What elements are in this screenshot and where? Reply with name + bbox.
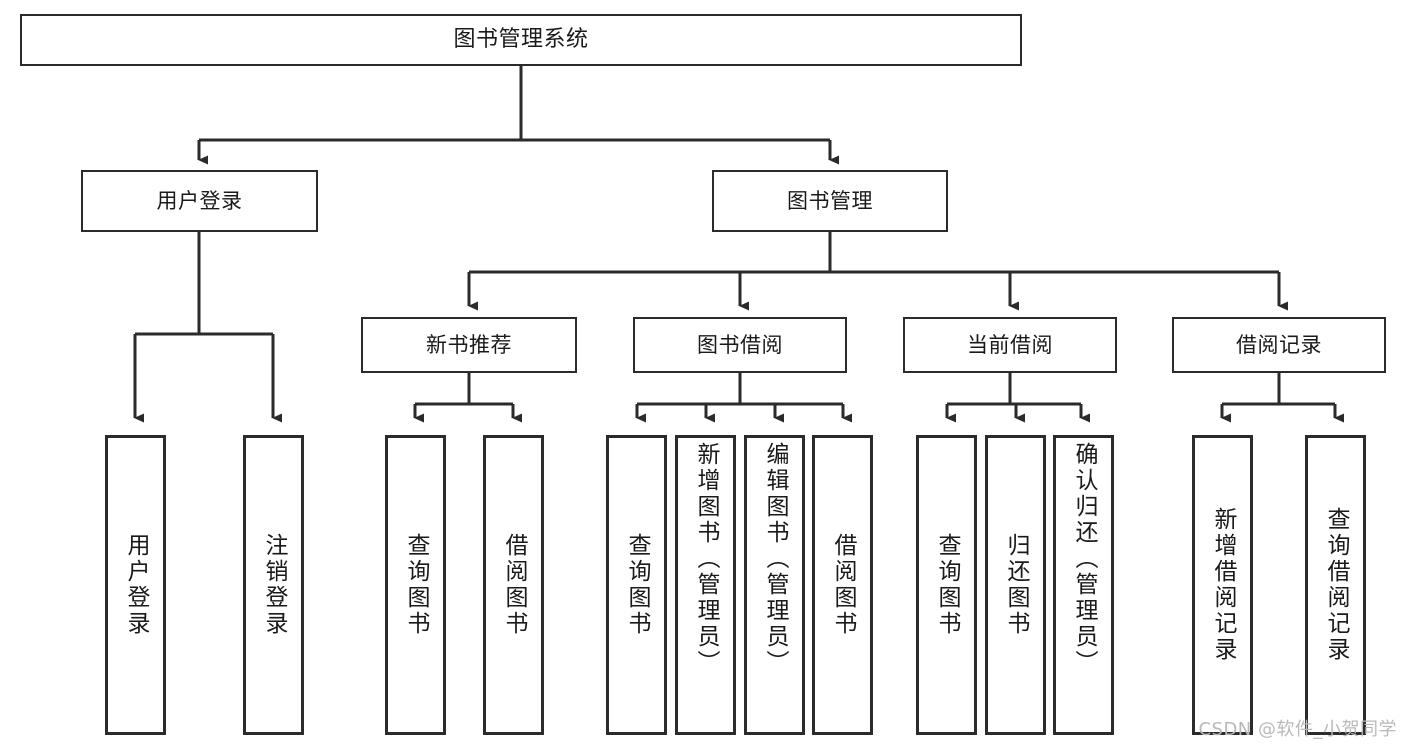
node-label: 新增借阅记录 [1210, 507, 1236, 663]
node-new-book-recommend[interactable]: 新书推荐 [361, 317, 577, 373]
leaf-return-book[interactable]: 归还图书 [985, 435, 1046, 735]
node-label: 当前借阅 [967, 332, 1053, 357]
leaf-query-book-current[interactable]: 查询图书 [916, 435, 977, 735]
watermark-text: CSDN @软件_小贺同学 [1198, 719, 1397, 740]
node-book-borrow[interactable]: 图书借阅 [633, 317, 847, 373]
leaf-add-borrow-record[interactable]: 新增借阅记录 [1192, 435, 1253, 735]
node-label: 图书管理 [787, 188, 873, 213]
node-label: 用户登录 [123, 533, 149, 637]
node-root-book-management-system[interactable]: 图书管理系统 [20, 14, 1022, 66]
leaf-inner: 新增借阅记录 [1195, 438, 1250, 732]
leaf-inner: 确认归还（管理员） [1056, 438, 1111, 736]
leaf-query-book-recommend[interactable]: 查询图书 [385, 435, 446, 735]
leaf-inner: 注销登录 [246, 438, 301, 732]
leaf-inner: 查询图书 [609, 438, 664, 732]
node-label: 查询图书 [403, 533, 429, 637]
leaf-borrow-book-recommend[interactable]: 借阅图书 [483, 435, 544, 735]
node-label: 用户登录 [156, 188, 243, 213]
node-label: 图书管理系统 [453, 27, 589, 53]
leaf-inner: 新增图书（管理员） [678, 438, 733, 736]
node-label: 借阅图书 [830, 533, 856, 637]
node-label: 借阅图书 [501, 533, 527, 637]
leaf-user-login[interactable]: 用户登录 [105, 435, 166, 735]
leaf-inner: 借阅图书 [486, 438, 541, 732]
leaf-inner: 查询图书 [919, 438, 974, 732]
node-label: 注销登录 [261, 533, 287, 637]
node-label: 归还图书 [1003, 533, 1029, 637]
node-borrow-record[interactable]: 借阅记录 [1172, 317, 1386, 373]
leaf-add-book-admin[interactable]: 新增图书（管理员） [675, 435, 736, 735]
node-user-login[interactable]: 用户登录 [81, 170, 318, 232]
leaf-confirm-return-admin[interactable]: 确认归还（管理员） [1053, 435, 1114, 735]
node-label: 查询借阅记录 [1323, 507, 1349, 663]
leaf-inner: 归还图书 [988, 438, 1043, 732]
leaf-inner: 借阅图书 [815, 438, 870, 732]
leaf-edit-book-admin[interactable]: 编辑图书（管理员） [744, 435, 805, 735]
node-label: 编辑图书（管理员） [762, 442, 788, 676]
node-label: 查询图书 [934, 533, 960, 637]
node-label: 新书推荐 [426, 332, 512, 357]
node-current-borrow[interactable]: 当前借阅 [903, 317, 1117, 373]
node-label: 新增图书（管理员） [693, 442, 719, 676]
leaf-inner: 编辑图书（管理员） [747, 438, 802, 736]
node-book-management[interactable]: 图书管理 [712, 170, 948, 232]
leaf-inner: 查询借阅记录 [1308, 438, 1363, 732]
node-label: 查询图书 [624, 533, 650, 637]
leaf-query-book-borrow[interactable]: 查询图书 [606, 435, 667, 735]
leaf-user-logout[interactable]: 注销登录 [243, 435, 304, 735]
node-label: 确认归还（管理员） [1071, 442, 1097, 676]
node-label: 借阅记录 [1236, 332, 1322, 357]
leaf-borrow-book[interactable]: 借阅图书 [812, 435, 873, 735]
leaf-inner: 查询图书 [388, 438, 443, 732]
leaf-inner: 用户登录 [108, 438, 163, 732]
leaf-query-borrow-record[interactable]: 查询借阅记录 [1305, 435, 1366, 735]
node-label: 图书借阅 [697, 332, 783, 357]
